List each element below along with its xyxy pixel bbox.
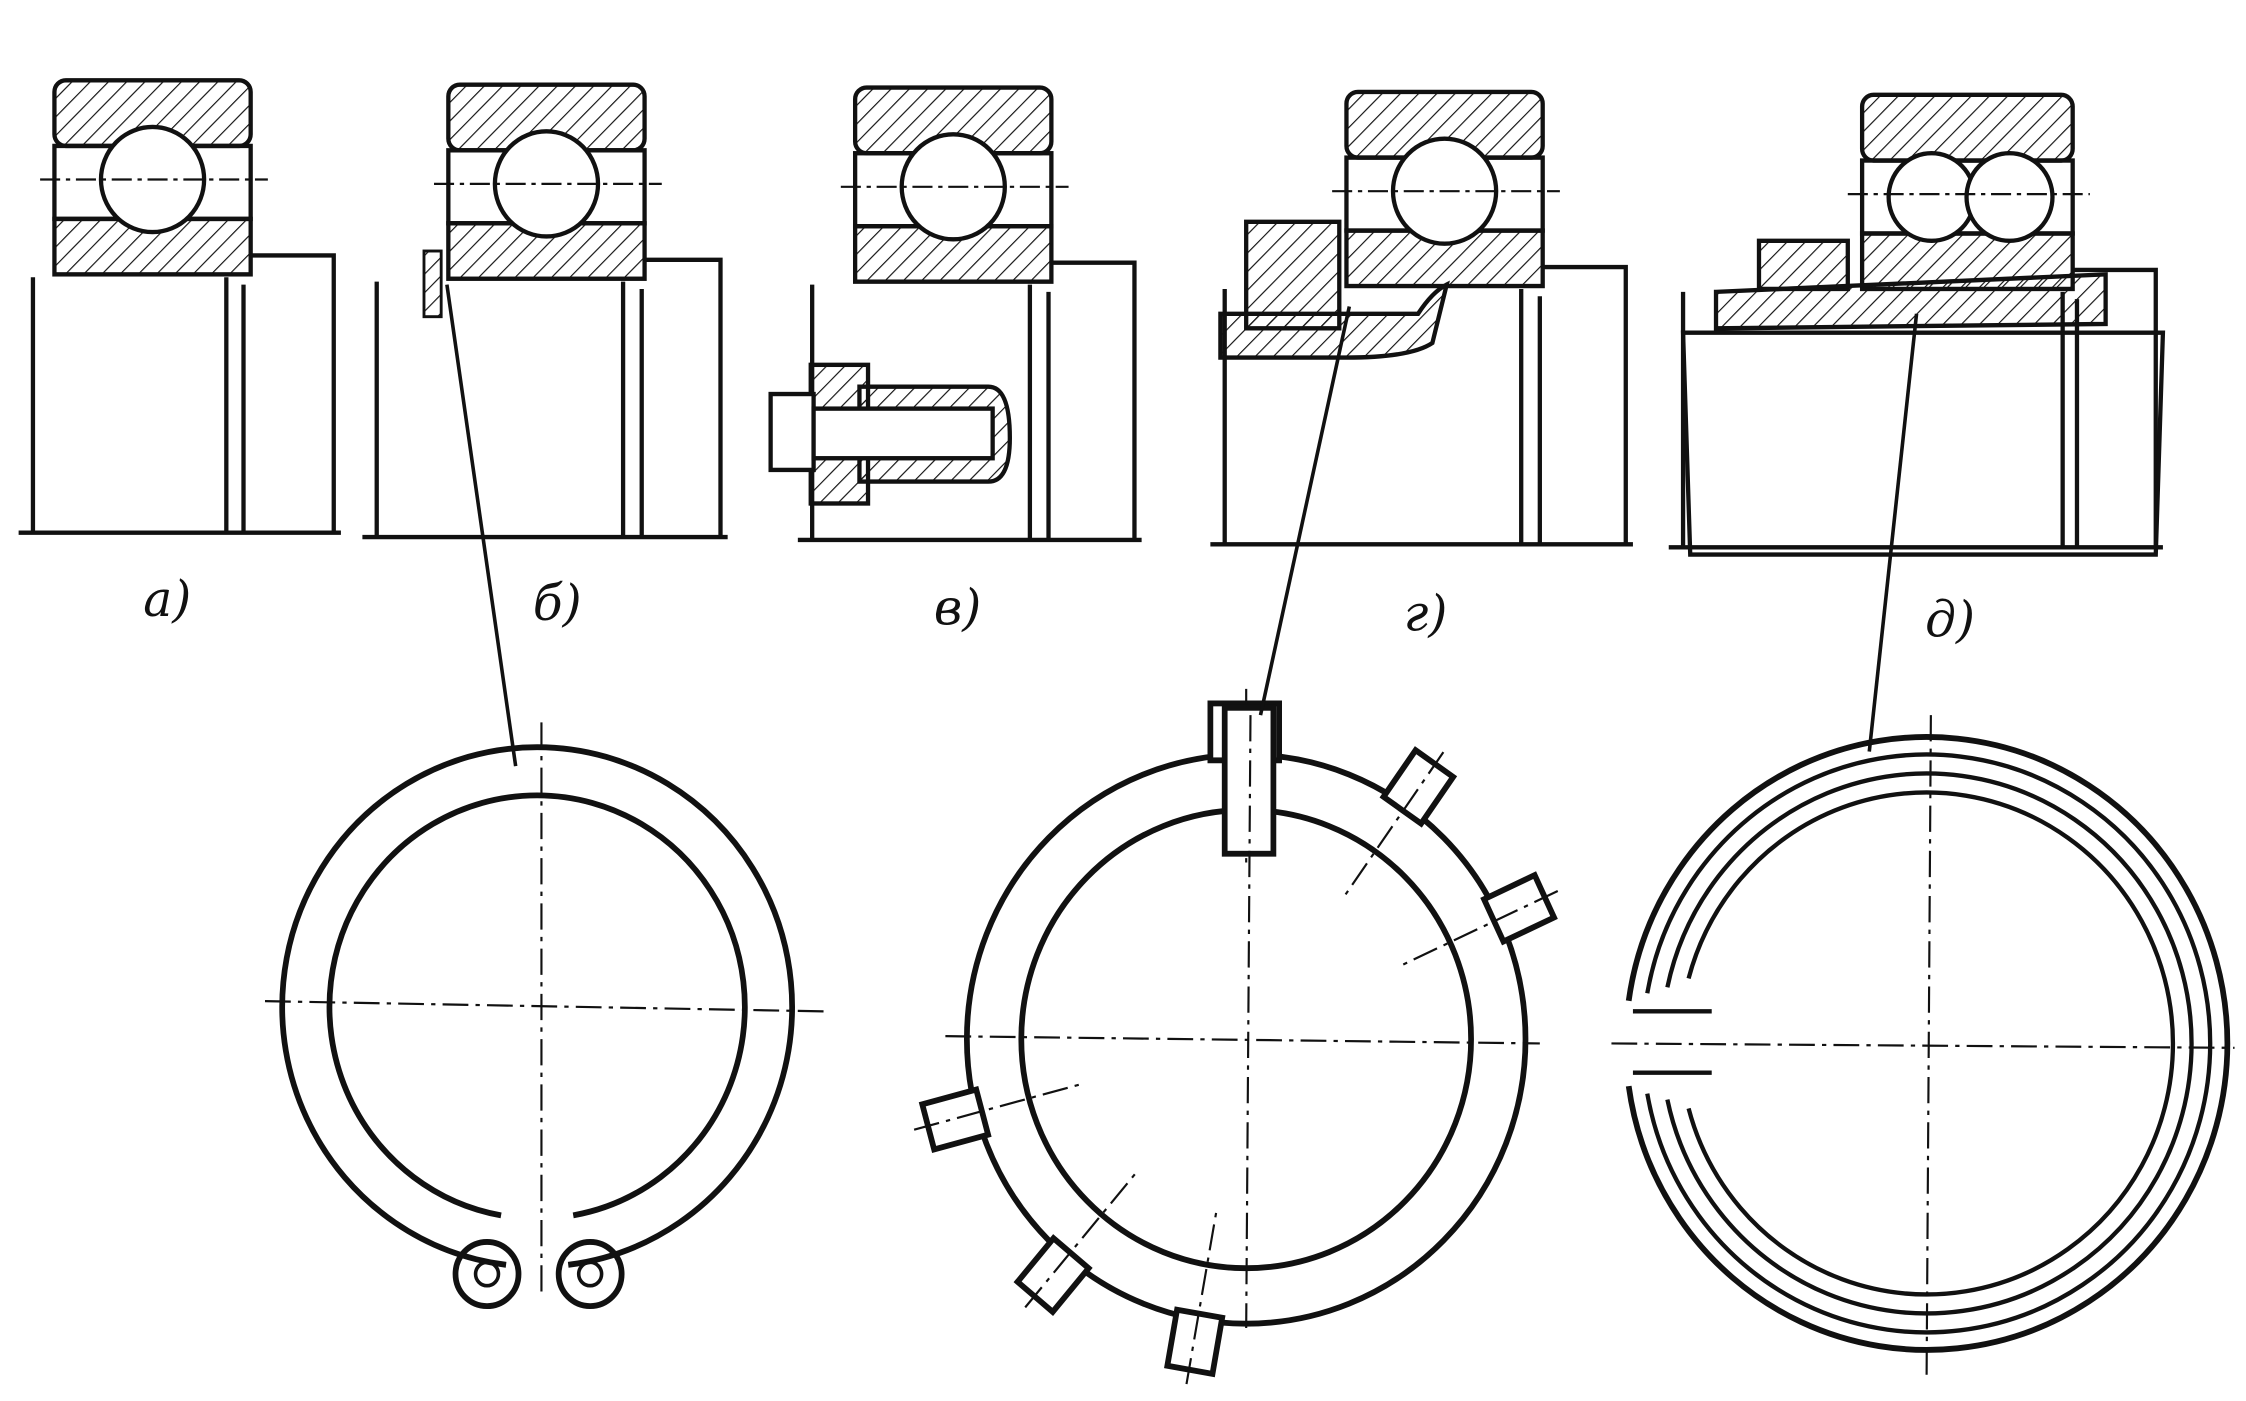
shaft (1210, 264, 1633, 547)
leader-line (445, 284, 518, 767)
tab (1013, 1234, 1093, 1316)
ball (1964, 151, 2055, 243)
center-line (264, 1000, 824, 1013)
locking-rings (264, 688, 2235, 1385)
ball (1886, 151, 1977, 243)
spiral-ring-turn (1645, 752, 2213, 1335)
lock-washer-tab (1343, 746, 1458, 897)
circlip-outer-edge (279, 744, 795, 1268)
bearing (18, 78, 341, 535)
tab (1379, 746, 1458, 828)
label-b: б) (533, 574, 582, 633)
circlip-ear (452, 1239, 522, 1310)
shaft (1668, 267, 2163, 550)
circlip-ear (555, 1239, 625, 1310)
bearing (1210, 89, 1633, 547)
tab-axis (1401, 890, 1559, 967)
leader-lines (445, 284, 1919, 767)
lock-washer-tab (1401, 871, 1559, 967)
bearing (797, 85, 1142, 543)
ring-nut (1756, 238, 1850, 292)
adapter-sleeve (1713, 272, 2108, 331)
bearing-assemblies (18, 78, 2166, 557)
spiral-ring-turn (1686, 790, 2176, 1297)
circlip-section (422, 249, 443, 319)
lock-washer-tab (1164, 1211, 1226, 1385)
leader-line (1258, 306, 1352, 716)
label-g: г) (1404, 584, 1448, 643)
bolt-shank (811, 406, 995, 461)
tab-axis (1185, 1211, 1218, 1385)
spiral-ring-turn (1665, 771, 2194, 1316)
tab-axis (913, 1083, 1081, 1131)
center-line (1245, 715, 1252, 1329)
circlip-hole (576, 1260, 604, 1288)
tab-axis (1343, 751, 1445, 897)
spiral-ring-turn (1625, 734, 2231, 1353)
shaft (362, 257, 728, 540)
lock-washer-tab (1013, 1172, 1137, 1316)
tab (1480, 871, 1558, 946)
center-line (1611, 1042, 2235, 1049)
circlip-inner-edge (326, 792, 748, 1219)
circlip-hole (473, 1260, 501, 1288)
tab (1164, 1306, 1226, 1378)
outer-ring (1859, 92, 2075, 163)
shaft-d (1680, 330, 2166, 557)
tab-axis (1024, 1172, 1137, 1309)
label-d: д) (1925, 590, 1975, 649)
tab (918, 1086, 992, 1154)
center-line (945, 1035, 1540, 1045)
shaft (18, 253, 341, 535)
center-line (1925, 715, 1932, 1380)
label-a: а) (143, 569, 191, 628)
lock-washer-section (1218, 280, 1450, 360)
label-v: в) (934, 578, 981, 637)
leader-line (1867, 313, 1919, 752)
bolt-head (768, 391, 816, 473)
lock-washer-tab (913, 1083, 1081, 1154)
bearing (362, 82, 728, 540)
